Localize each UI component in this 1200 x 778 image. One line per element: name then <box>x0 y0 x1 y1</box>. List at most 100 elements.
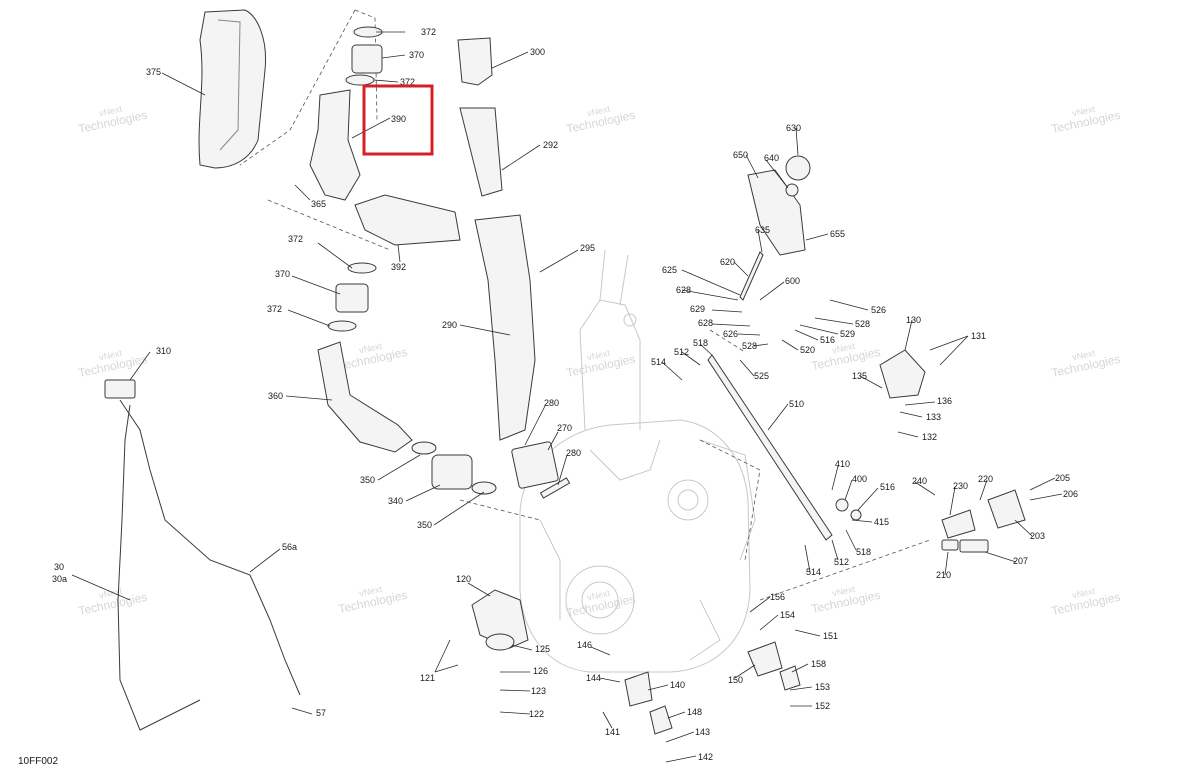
callout-label: 220 <box>978 474 993 484</box>
callout-label: 520 <box>800 345 815 355</box>
part-300-filter-cap <box>457 37 493 86</box>
callout-label: 120 <box>456 574 471 584</box>
svg-text:vNext: vNext <box>98 348 123 363</box>
callout-label: 295 <box>580 243 595 253</box>
callout-label: 148 <box>687 707 702 717</box>
callout-label: 146 <box>577 640 592 650</box>
callout-label: 514 <box>806 567 821 577</box>
callout-label: 141 <box>605 727 620 737</box>
callout-label: 126 <box>533 666 548 676</box>
svg-text:vNext: vNext <box>586 588 611 603</box>
callout-label: 630 <box>786 123 801 133</box>
callout-label: 512 <box>674 347 689 357</box>
svg-text:vNext: vNext <box>831 341 856 356</box>
callout-label: 151 <box>823 631 838 641</box>
callout-label: 628 <box>676 285 691 295</box>
part-370-boot-top <box>351 44 383 74</box>
callout-label: 372 <box>400 77 415 87</box>
callout-label: 640 <box>764 153 779 163</box>
callout-label: 136 <box>937 396 952 406</box>
callout-label: 629 <box>690 304 705 314</box>
svg-text:vNext: vNext <box>98 104 123 119</box>
svg-text:vNext: vNext <box>831 584 856 599</box>
callout-label: 30a <box>52 574 67 584</box>
callout-label: 152 <box>815 701 830 711</box>
callout-label: 310 <box>156 346 171 356</box>
part-390-duct <box>309 89 361 201</box>
callout-label: 518 <box>856 547 871 557</box>
svg-text:vNext: vNext <box>358 584 383 599</box>
callout-label: 392 <box>391 262 406 272</box>
callout-label: 280 <box>566 448 581 458</box>
part-207-bracket <box>959 539 989 553</box>
part-510-rod <box>707 354 833 541</box>
callout-label: 135 <box>852 371 867 381</box>
callout-label: 510 <box>789 399 804 409</box>
part-120-bracket <box>471 589 529 649</box>
part-640-knob <box>785 183 799 197</box>
callout-label: 400 <box>852 474 867 484</box>
callout-label: 375 <box>146 67 161 77</box>
callout-label: 512 <box>834 557 849 567</box>
callout-labels: 372 370 372 390 375 365 300 292 392 372 … <box>52 27 1078 762</box>
callout-label: 144 <box>586 673 601 683</box>
part-270-filter <box>511 441 559 489</box>
callout-label: 30 <box>54 562 64 572</box>
part-148-bracket <box>649 705 673 735</box>
part-150-mount <box>747 641 783 677</box>
callout-label: 280 <box>544 398 559 408</box>
part-350-clamp-a <box>411 441 437 455</box>
callout-label: 130 <box>906 315 921 325</box>
part-370-boot-lower <box>335 283 369 313</box>
callout-label: 529 <box>840 329 855 339</box>
callout-label: 625 <box>662 265 677 275</box>
part-230-bracket <box>941 509 976 539</box>
callout-label: 153 <box>815 682 830 692</box>
callout-label: 516 <box>880 482 895 492</box>
callout-label: 131 <box>971 331 986 341</box>
callout-label: 292 <box>543 140 558 150</box>
part-125-mount <box>485 633 515 651</box>
callout-label: 372 <box>288 234 303 244</box>
svg-text:vNext: vNext <box>1071 348 1096 363</box>
callout-label: 372 <box>267 304 282 314</box>
diagram-code: 10FF002 <box>18 756 58 767</box>
part-140-mount <box>624 671 653 707</box>
parts <box>104 9 1026 735</box>
callout-label: 205 <box>1055 473 1070 483</box>
part-203-bracket <box>987 489 1026 529</box>
svg-text:vNext: vNext <box>358 341 383 356</box>
callout-label: 240 <box>912 476 927 486</box>
highlight-box <box>362 84 434 156</box>
part-210-bracket <box>941 539 959 551</box>
callout-label: 270 <box>557 423 572 433</box>
callout-label: 410 <box>835 459 850 469</box>
callout-label: 370 <box>409 50 424 60</box>
callout-label: 156 <box>770 592 785 602</box>
part-280-strip <box>539 477 571 499</box>
callout-label: 57 <box>316 708 326 718</box>
part-650-panel <box>747 169 806 256</box>
part-620-cable <box>739 251 764 301</box>
part-158-bracket <box>779 665 801 691</box>
part-292-sleeve <box>459 107 503 197</box>
callout-label: 350 <box>360 475 375 485</box>
callout-label: 122 <box>529 709 544 719</box>
part-372-clamp-mid <box>345 74 375 86</box>
callout-label: 390 <box>391 114 406 124</box>
part-290-pipe <box>474 214 536 441</box>
callout-label: 370 <box>275 269 290 279</box>
part-310-vent <box>104 379 136 399</box>
part-375-intake-duct <box>198 9 267 169</box>
callout-label: 143 <box>695 727 710 737</box>
callout-label: 528 <box>742 341 757 351</box>
callout-label: 142 <box>698 752 713 762</box>
svg-text:vNext: vNext <box>586 348 611 363</box>
callout-label: 514 <box>651 357 666 367</box>
callout-label: 133 <box>926 412 941 422</box>
part-340-coupler <box>431 454 473 490</box>
callout-label: 132 <box>922 432 937 442</box>
assembly-dashes <box>239 9 931 601</box>
callout-label: 372 <box>421 27 436 37</box>
